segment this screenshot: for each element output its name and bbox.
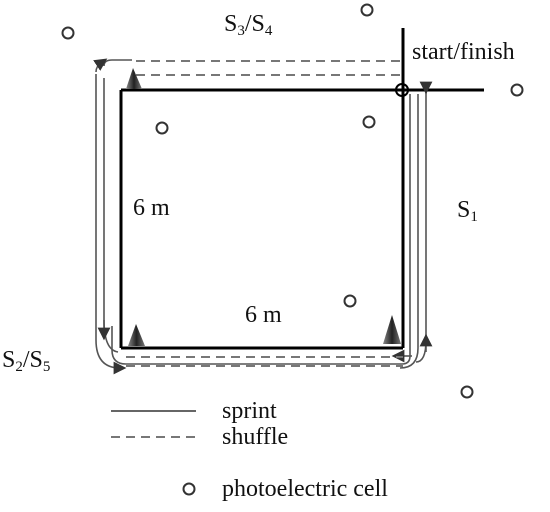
label-start-finish: start/finish — [412, 39, 515, 65]
photoelectric-cell-icon — [362, 115, 376, 129]
photoelectric-cell-icon — [510, 83, 524, 97]
cone-bottom-right-icon — [383, 315, 401, 344]
label-s2-s5: S2/S5 — [2, 347, 51, 375]
sprint-arrow-top — [93, 58, 108, 73]
cone-top-left-icon — [126, 68, 142, 89]
cone-bottom-left-icon — [128, 324, 145, 346]
photoelectric-cell-icon — [155, 121, 169, 135]
sprint-path-outer — [111, 94, 411, 365]
start-finish-marker-icon — [395, 83, 409, 97]
shuffle-paths — [126, 60, 403, 367]
sprint-path-right — [399, 94, 419, 369]
photoelectric-cells — [61, 3, 524, 399]
label-s1: S1 — [457, 197, 478, 225]
legend-shuffle-label: shuffle — [222, 424, 289, 450]
legend-sprint-label: sprint — [222, 398, 277, 424]
legend-graphics — [111, 410, 196, 496]
sprint-path-left-inner — [103, 78, 119, 353]
photoelectric-cell-icon — [61, 26, 75, 40]
sprint-paths — [93, 58, 433, 375]
cones — [126, 68, 401, 346]
sprint-turn-top — [103, 59, 132, 67]
photoelectric-cell-icon — [343, 294, 357, 308]
photoelectric-cell-icon — [460, 385, 474, 399]
sprint-path-left — [95, 74, 127, 375]
label-side-horizontal: 6 m — [245, 302, 282, 328]
photoelectric-cell-icon — [360, 3, 374, 17]
label-side-vertical: 6 m — [133, 195, 170, 221]
legend-photoelectric-cell-icon — [182, 482, 196, 496]
legend-photoelectric-cell-label: photoelectric cell — [222, 476, 388, 502]
label-s3-s4: S3/S4 — [224, 11, 273, 39]
